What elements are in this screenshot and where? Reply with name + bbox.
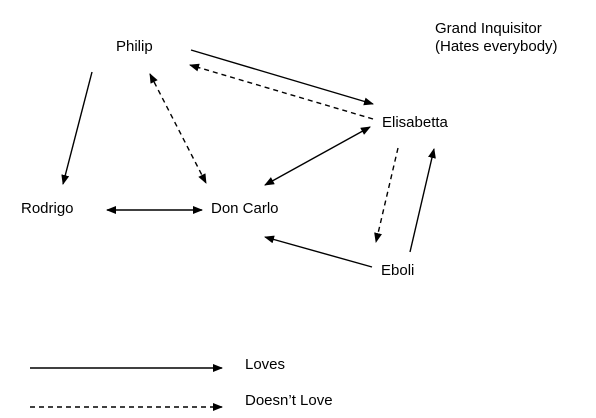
legend-loves-label: Loves (245, 356, 286, 373)
edge-philip-loves-rodrigo (61, 71, 93, 185)
edge-eboli-loves-elisabetta (409, 148, 436, 253)
grand-inquisitor-note: Grand Inquisitor (Hates everybody) (435, 20, 558, 56)
node-philip: Philip (116, 38, 153, 55)
node-don-carlo: Don Carlo (211, 200, 279, 217)
legend-doesnt-love-label: Doesn’t Love (245, 392, 333, 409)
note-line-2: (Hates everybody) (435, 38, 558, 55)
edge-elisabetta-doesnt-love-philip (189, 63, 374, 120)
node-rodrigo: Rodrigo (21, 200, 74, 217)
edge-philip-don-carlo-doesnt-love (149, 73, 207, 184)
node-elisabetta: Elisabetta (382, 114, 448, 131)
edge-elisabetta-don-carlo-loves (264, 126, 371, 186)
edge-elisabetta-doesnt-love-eboli (374, 147, 399, 243)
note-line-1: Grand Inquisitor (435, 20, 542, 37)
edge-philip-loves-elisabetta (190, 49, 374, 106)
edge-eboli-loves-don-carlo (264, 235, 373, 268)
node-eboli: Eboli (381, 262, 415, 279)
